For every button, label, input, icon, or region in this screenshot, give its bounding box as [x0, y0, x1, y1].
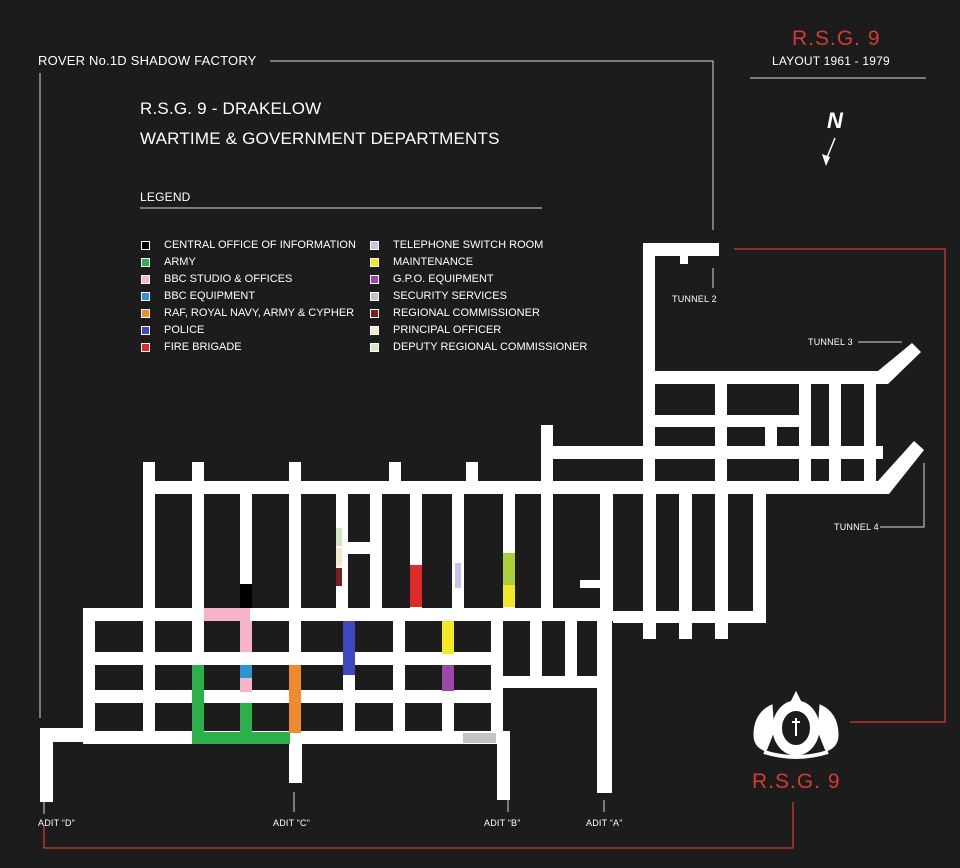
- legend-item: MAINTENANCE: [370, 256, 473, 268]
- legend-label: G.P.O. EQUIPMENT: [393, 273, 494, 285]
- legend-label: CENTRAL OFFICE OF INFORMATION: [164, 239, 356, 251]
- legend-item: G.P.O. EQUIPMENT: [370, 273, 494, 285]
- north-letter: N: [827, 108, 844, 133]
- legend-label: ARMY: [164, 256, 196, 268]
- legend-item: CENTRAL OFFICE OF INFORMATION: [141, 239, 356, 251]
- legend-item: BBC EQUIPMENT: [141, 290, 255, 302]
- legend-label: MAINTENANCE: [393, 256, 474, 268]
- badge-subtitle: LAYOUT 1961 - 1979: [772, 54, 890, 68]
- legend-swatch: [141, 257, 150, 267]
- legend-swatch: [141, 308, 150, 318]
- legend-item: SECURITY SERVICES: [370, 290, 507, 302]
- legend-label: REGIONAL COMMISSIONER: [393, 307, 540, 319]
- legend-item: TELEPHONE SWITCH ROOM: [370, 239, 543, 251]
- legend-item: BBC STUDIO & OFFICES: [141, 273, 292, 285]
- legend-swatch: [370, 291, 379, 301]
- royal-crest-icon: [753, 690, 839, 759]
- legend-item: REGIONAL COMMISSIONER: [370, 307, 540, 319]
- legend-swatch: [141, 240, 150, 250]
- legend-swatch: [370, 308, 379, 318]
- legend-label: BBC EQUIPMENT: [164, 290, 256, 302]
- tunnel4-leader: [880, 463, 925, 528]
- tunnel-2-label: TUNNEL 2: [672, 294, 717, 304]
- legend-swatch: [141, 325, 150, 335]
- page-subtitle: WARTIME & GOVERNMENT DEPARTMENTS: [140, 129, 500, 148]
- page-title: R.S.G. 9 - DRAKELOW: [140, 99, 322, 118]
- legend-swatch: [370, 325, 379, 335]
- red-boundary: [43, 248, 946, 849]
- legend-item: ARMY: [141, 256, 196, 268]
- tunnel-3-label: TUNNEL 3: [808, 337, 853, 347]
- legend-swatch: [141, 291, 150, 301]
- tunnel-4-label: TUNNEL 4: [834, 522, 879, 532]
- legend-label: RAF, ROYAL NAVY, ARMY & CYPHER: [164, 307, 355, 319]
- legend-item: DEPUTY REGIONAL COMMISSIONER: [370, 341, 587, 353]
- legend-label: SECURITY SERVICES: [393, 290, 507, 302]
- legend-swatch: [370, 274, 379, 284]
- legend-label: FIRE BRIGADE: [164, 341, 242, 353]
- crest-caption: R.S.G. 9: [752, 770, 841, 793]
- legend-item: POLICE: [141, 324, 204, 336]
- legend-swatch: [141, 274, 150, 284]
- legend-label: DEPUTY REGIONAL COMMISSIONER: [393, 341, 588, 353]
- legend-item: RAF, ROYAL NAVY, ARMY & CYPHER: [141, 307, 354, 319]
- legend-label: TELEPHONE SWITCH ROOM: [393, 239, 544, 251]
- legend-item: FIRE BRIGADE: [141, 341, 242, 353]
- legend-swatch: [370, 257, 379, 267]
- legend-swatch: [370, 342, 379, 352]
- legend-label: BBC STUDIO & OFFICES: [164, 273, 293, 285]
- factory-outline: [39, 60, 714, 718]
- adit-d-label: ADIT “D”: [38, 818, 75, 828]
- badge-title: R.S.G. 9: [792, 27, 881, 50]
- adit-b-label: ADIT “B”: [484, 818, 521, 828]
- north-arrow: [822, 137, 836, 166]
- adit-a-label: ADIT “A”: [586, 818, 623, 828]
- legend-label: POLICE: [164, 324, 205, 336]
- adit-c-label: ADIT “C”: [273, 818, 310, 828]
- legend-swatch: [141, 342, 150, 352]
- factory-label: ROVER No.1D SHADOW FACTORY: [38, 53, 257, 68]
- legend-heading: LEGEND: [140, 190, 191, 204]
- legend-swatch: [370, 240, 379, 250]
- department-blocks: [192, 528, 515, 744]
- legend-label: PRINCIPAL OFFICER: [393, 324, 502, 336]
- legend-item: PRINCIPAL OFFICER: [370, 324, 501, 336]
